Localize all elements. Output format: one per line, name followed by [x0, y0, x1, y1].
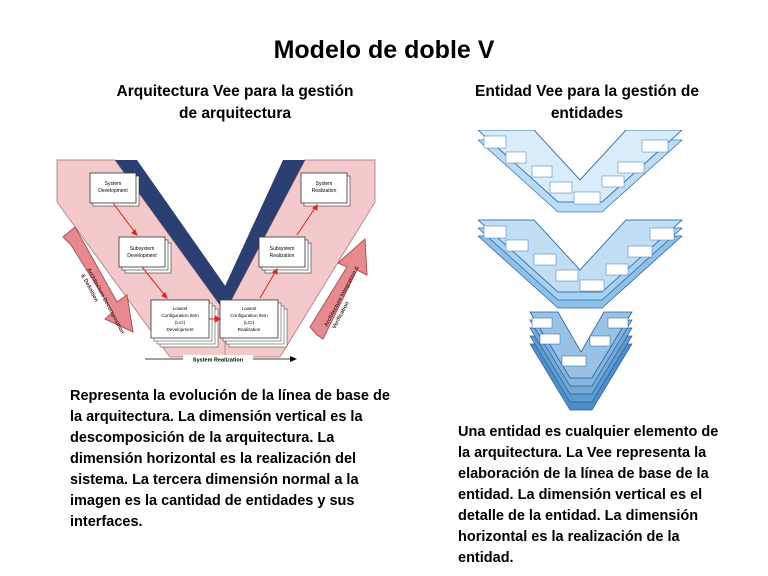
- left-vee-depth-stripe: [115, 160, 233, 312]
- sub-real-label-1: Subsystem: [270, 246, 295, 252]
- architecture-vee-diagram: Architecture Decomposition & Definition …: [56, 159, 376, 364]
- lci-dev-label-3: (LCI): [175, 320, 186, 325]
- subsystem-realization-box: Subsystem Realization: [258, 236, 312, 274]
- sub-dev-label-2: Development: [127, 253, 157, 259]
- right-heading-line2: entidades: [550, 105, 624, 122]
- entity-vee-middle: [478, 219, 684, 309]
- subsystem-development-box: Subsystem Development: [118, 236, 172, 274]
- left-heading-line1: Arquitectura Vee para la gestión: [116, 83, 354, 100]
- lci-dev-label-1: Lowest: [173, 306, 188, 311]
- system-realization-axis: System Realization: [145, 355, 297, 364]
- right-vee-depth-stripe: [220, 160, 305, 312]
- lci-realization-box: Lowest Configuration Item (LCI) Realizat…: [219, 299, 288, 348]
- sys-real-label-2: Realization: [312, 188, 337, 194]
- lci-real-label-3: (LCI): [244, 320, 255, 325]
- left-description: Representa la evolución de la línea de b…: [70, 388, 390, 530]
- system-development-box: System Development: [89, 172, 140, 207]
- left-heading: Arquitectura Vee para la gestión de arqu…: [90, 81, 380, 125]
- sub-dev-label-1: Subsystem: [130, 246, 155, 252]
- lci-real-label-2: Configuration Item: [230, 313, 268, 318]
- sub-real-label-2: Realization: [270, 253, 295, 259]
- system-realization-axis-label: System Realization: [193, 358, 244, 364]
- sys-dev-label-1: System: [105, 181, 122, 187]
- lci-dev-label-2: Configuration Item: [161, 313, 199, 318]
- sys-dev-label-2: Development: [98, 188, 128, 194]
- lci-real-label-1: Lowest: [242, 306, 257, 311]
- integration-arrow: [309, 237, 368, 340]
- lci-dev-label-4: Development: [166, 327, 194, 332]
- lci-real-label-4: Realization: [238, 327, 261, 332]
- right-heading: Entidad Vee para la gestión de entidades: [442, 81, 732, 125]
- sys-real-label-1: System: [316, 181, 333, 187]
- entity-vee-bottom: [529, 311, 633, 411]
- lci-development-box: Lowest Configuration Item (LCI) Developm…: [150, 299, 219, 348]
- decomposition-arrow: [62, 226, 134, 333]
- entity-vee-top: [478, 130, 684, 213]
- right-heading-line1: Entidad Vee para la gestión de: [475, 83, 699, 100]
- right-description: Una entidad es cualquier elemento de la …: [458, 424, 719, 566]
- entity-vee-diagram: [478, 130, 684, 411]
- slide-title: Modelo de doble V: [273, 36, 495, 64]
- system-realization-box: System Realization: [300, 172, 351, 207]
- left-heading-line2: de arquitectura: [179, 105, 291, 122]
- flow-arrows: [112, 202, 318, 323]
